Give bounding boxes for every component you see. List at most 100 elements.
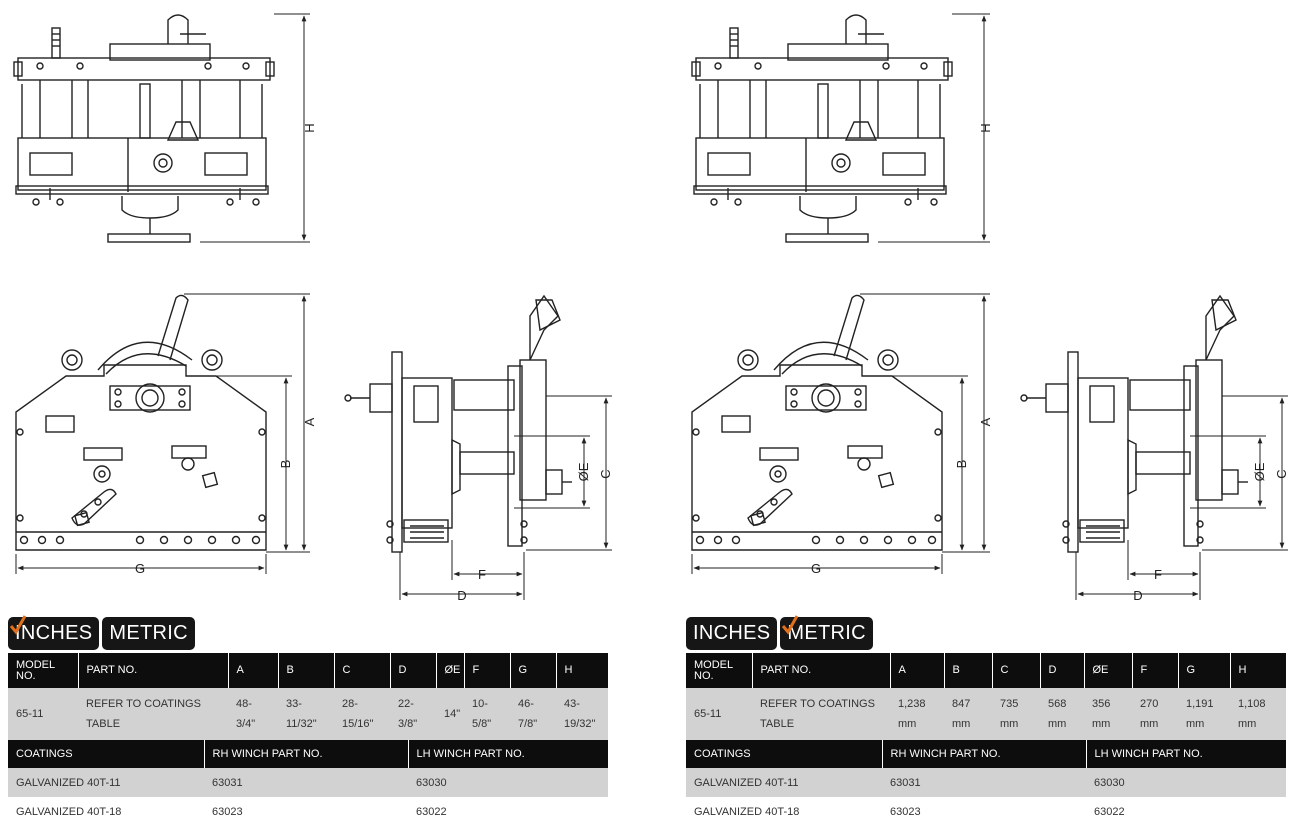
inches-tab[interactable]: INCHES xyxy=(8,615,100,650)
spec-table: MODEL NO. PART NO. A B C D ØE F G H 65-1… xyxy=(8,653,608,740)
col-e: ØE xyxy=(1084,653,1133,688)
cell-d: 568 mm xyxy=(1040,688,1084,740)
cell-coating: GALVANIZED 40T-18 xyxy=(694,805,800,818)
table-row: 65-11 REFER TO COATINGS TABLE 1,238 mm 8… xyxy=(686,688,1286,740)
top-view-drawing-right xyxy=(691,14,953,243)
cell-c: 735 mm xyxy=(992,688,1040,740)
cell-d: 22-3/8" xyxy=(390,688,436,740)
cell-part: REFER TO COATINGS TABLE xyxy=(78,688,228,740)
coatings-header-row: COATINGS RH WINCH PART NO. LH WINCH PART… xyxy=(8,740,608,768)
col-lh-winch: LH WINCH PART NO. xyxy=(408,740,608,768)
cell-rh: 63023 xyxy=(212,805,243,818)
dim-label-e-right: ØE xyxy=(1252,462,1267,481)
inches-tab[interactable]: INCHES xyxy=(686,617,778,650)
spec-header-row: MODEL NO. PART NO. A B C D ØE F G H xyxy=(686,653,1286,688)
dim-label-f-left: F xyxy=(478,567,486,582)
dim-label-g-right: G xyxy=(811,561,821,576)
cell-g: 46-7/8" xyxy=(510,688,556,740)
cell-a: 48-3/4" xyxy=(228,688,278,740)
col-f: F xyxy=(464,653,511,688)
col-a: A xyxy=(890,653,945,688)
top-view-drawing-left xyxy=(13,14,275,243)
col-d: D xyxy=(1040,653,1085,688)
col-coatings: COATINGS xyxy=(8,740,205,768)
cell-lh: 63022 xyxy=(416,805,447,818)
cell-coating: GALVANIZED 40T-18 xyxy=(16,805,122,818)
side-view-drawing-left xyxy=(15,294,267,551)
col-h: H xyxy=(556,653,608,688)
col-part-no: PART NO. xyxy=(78,653,229,688)
cell-lh: 63022 xyxy=(1094,805,1125,818)
col-d: D xyxy=(390,653,437,688)
table-row: GALVANIZED 40T-18 63023 63022 xyxy=(8,797,608,826)
cell-f: 10-5/8" xyxy=(464,688,510,740)
spec-header-row: MODEL NO. PART NO. A B C D ØE F G H xyxy=(8,653,608,688)
side-view-drawing-right xyxy=(691,294,943,551)
inches-panel: INCHES METRIC MODEL NO. PART NO. A B C D… xyxy=(8,615,608,826)
cell-b: 33-11/32" xyxy=(278,688,334,740)
unit-tabs: INCHES METRIC xyxy=(686,615,1286,650)
col-coatings: COATINGS xyxy=(686,740,883,768)
dim-label-d-left: D xyxy=(457,588,466,603)
metric-tab-label: METRIC xyxy=(787,622,866,644)
cell-coating: GALVANIZED 40T-11 xyxy=(686,768,882,797)
col-part-no: PART NO. xyxy=(752,653,891,688)
col-b: B xyxy=(944,653,993,688)
coatings-header-row: COATINGS RH WINCH PART NO. LH WINCH PART… xyxy=(686,740,1286,768)
inches-tab-label: INCHES xyxy=(693,622,771,644)
metric-tab[interactable]: METRIC xyxy=(102,617,195,650)
dim-label-b-left: B xyxy=(278,460,293,469)
inches-tab-label: INCHES xyxy=(15,622,93,644)
col-b: B xyxy=(278,653,335,688)
table-row: 65-11 REFER TO COATINGS TABLE 48-3/4" 33… xyxy=(8,688,608,740)
dim-label-d-right: D xyxy=(1133,588,1142,603)
cell-g: 1,191 mm xyxy=(1178,688,1230,740)
col-f: F xyxy=(1132,653,1179,688)
dim-label-c-left: C xyxy=(598,469,613,478)
winch-technical-drawings: H A B C ØE F D G H A B C ØE F D G xyxy=(13,13,1289,603)
col-a: A xyxy=(228,653,279,688)
cell-lh: 63030 xyxy=(1086,768,1286,797)
col-rh-winch: RH WINCH PART NO. xyxy=(204,740,409,768)
metric-tab[interactable]: METRIC xyxy=(780,615,873,650)
dimension-lines-right xyxy=(691,13,1288,600)
cell-e: 356 mm xyxy=(1084,688,1132,740)
col-model-no: MODEL NO. xyxy=(686,653,753,688)
col-c: C xyxy=(334,653,391,688)
unit-tabs: INCHES METRIC xyxy=(8,615,608,650)
dim-label-b-right: B xyxy=(954,460,969,469)
col-h: H xyxy=(1230,653,1286,688)
table-row: GALVANIZED 40T-11 63031 63030 xyxy=(8,768,608,797)
end-view-drawing-left xyxy=(344,295,573,553)
cell-model: 65-11 xyxy=(8,688,78,740)
cell-lh: 63030 xyxy=(408,768,608,797)
table-row: GALVANIZED 40T-11 63031 63030 xyxy=(686,768,1286,797)
coatings-table: COATINGS RH WINCH PART NO. LH WINCH PART… xyxy=(8,740,608,826)
col-lh-winch: LH WINCH PART NO. xyxy=(1086,740,1286,768)
metric-tab-label: METRIC xyxy=(109,622,188,644)
col-g: G xyxy=(510,653,557,688)
cell-part: REFER TO COATINGS TABLE xyxy=(752,688,890,740)
dim-label-a-left: A xyxy=(302,417,317,426)
dim-label-c-right: C xyxy=(1274,469,1289,478)
cell-c: 28-15/16" xyxy=(334,688,390,740)
coatings-table: COATINGS RH WINCH PART NO. LH WINCH PART… xyxy=(686,740,1286,826)
dim-label-h-left: H xyxy=(302,123,317,132)
dim-label-h-right: H xyxy=(978,123,993,132)
cell-h: 43-19/32" xyxy=(556,688,608,740)
cell-model: 65-11 xyxy=(686,688,752,740)
dim-label-g-left: G xyxy=(135,561,145,576)
dimension-lines-left xyxy=(15,13,612,600)
cell-a: 1,238 mm xyxy=(890,688,944,740)
cell-f: 270 mm xyxy=(1132,688,1178,740)
cell-rh: 63023 xyxy=(890,805,921,818)
cell-h: 1,108 mm xyxy=(1230,688,1286,740)
cell-coating: GALVANIZED 40T-11 xyxy=(8,768,204,797)
cell-b: 847 mm xyxy=(944,688,992,740)
col-rh-winch: RH WINCH PART NO. xyxy=(882,740,1087,768)
col-g: G xyxy=(1178,653,1231,688)
metric-panel: INCHES METRIC MODEL NO. PART NO. A B C D… xyxy=(686,615,1286,826)
dim-label-a-right: A xyxy=(978,417,993,426)
cell-rh: 63031 xyxy=(882,768,1086,797)
cell-rh: 63031 xyxy=(204,768,408,797)
